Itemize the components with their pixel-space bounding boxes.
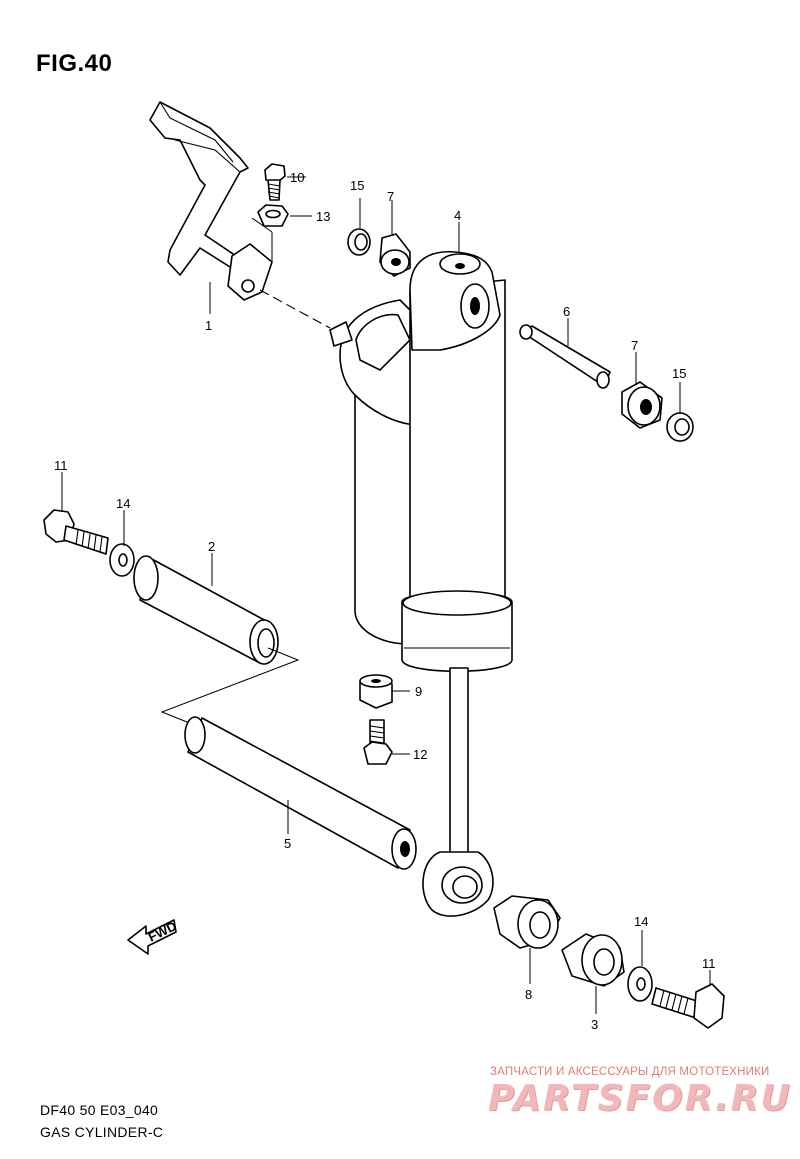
collar-9-part: [359, 674, 393, 709]
callout-15-right: 15: [672, 366, 686, 381]
fwd-label: FWD: [146, 918, 179, 944]
callout-9: 9: [415, 684, 422, 699]
callout-13: 13: [316, 209, 330, 224]
callout-4: 4: [454, 208, 461, 223]
snap-ring-15-top: [347, 228, 371, 256]
bolt-10-part: [264, 163, 286, 201]
washer-14-left: [109, 543, 135, 577]
callout-labels: 10 13 15 7 4 1 6 7 15 11 14 2 9 12 5 8 3…: [54, 170, 716, 1032]
bracket-part: [149, 101, 273, 301]
callout-6: 6: [563, 304, 570, 319]
bushing-7-top: [379, 233, 411, 277]
nut-13-part: [257, 204, 289, 227]
callout-3: 3: [591, 1017, 598, 1032]
spacer-3-part: [561, 933, 625, 987]
watermark-tagline: ЗАПЧАСТИ И АКСЕССУАРЫ ДЛЯ МОТОТЕХНИКИ: [490, 1066, 770, 1078]
bolt-11-left: [43, 509, 109, 555]
leader-lines: [61, 176, 711, 1014]
callout-2: 2: [208, 539, 215, 554]
callout-7-top: 7: [387, 189, 394, 204]
watermark-logo: PARTSFOR.RU: [488, 1078, 792, 1119]
callout-1: 1: [205, 318, 212, 333]
callout-10: 10: [290, 170, 304, 185]
snap-ring-15-right: [666, 412, 694, 442]
bushing-8-part: [493, 895, 561, 949]
gas-cylinder-part: [329, 250, 513, 917]
bolt-12-part: [363, 719, 393, 765]
pin-6-part: [519, 324, 611, 389]
callout-11-right: 11: [702, 956, 716, 971]
callout-7-right: 7: [631, 338, 638, 353]
fwd-arrow-icon: FWD: [127, 918, 179, 955]
callout-15-top: 15: [350, 178, 364, 193]
callout-5: 5: [284, 836, 291, 851]
spacer-2-part: [133, 555, 279, 665]
callout-14-right: 14: [634, 914, 648, 929]
callout-11-left: 11: [54, 458, 68, 473]
washer-14-right: [627, 966, 653, 1002]
callout-14-left: 14: [116, 496, 130, 511]
figure-code: DF40 50 E03_040: [40, 1102, 159, 1118]
figure-title: FIG.40: [36, 50, 113, 77]
bolt-11-right: [651, 983, 725, 1029]
tube-5-part: [184, 716, 417, 870]
callout-12: 12: [413, 747, 427, 762]
callout-8: 8: [525, 987, 532, 1002]
figure-name: GAS CYLINDER-C: [40, 1124, 164, 1140]
bushing-7-right: [621, 381, 663, 429]
